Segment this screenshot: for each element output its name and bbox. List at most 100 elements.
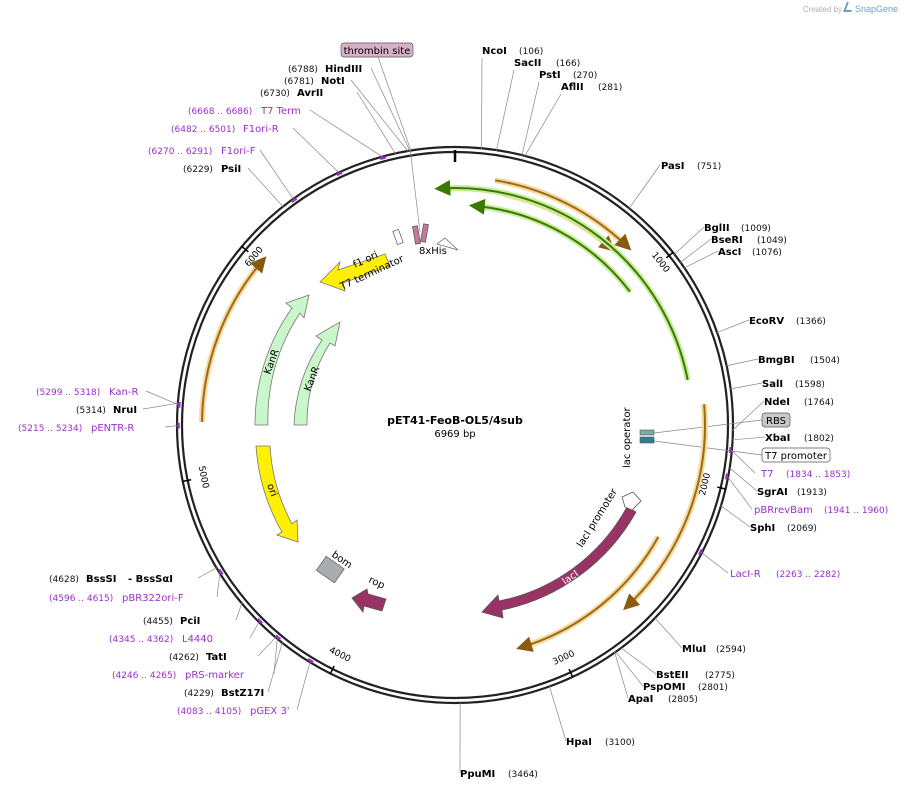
site-psii-name: PsiI	[221, 164, 241, 175]
primer-mark	[256, 617, 263, 624]
leader-line	[377, 56, 411, 149]
f1-ori-arrow	[319, 253, 391, 292]
leader-line	[309, 109, 383, 158]
credit-brand: SnapGene	[854, 4, 898, 14]
site-psii-pos: (6229)	[183, 165, 213, 175]
site-asci-pos: (1076)	[752, 248, 782, 258]
site-xbai-pos: (1802)	[804, 434, 834, 444]
rop-arrow	[351, 588, 387, 613]
primer-mark	[218, 568, 224, 576]
site-avrii-name: AvrII	[297, 88, 323, 99]
leader-line	[683, 250, 719, 269]
primer-kanr-name: Kan-R	[109, 387, 138, 398]
site-sphi-pos: (2069)	[787, 524, 817, 534]
site-mlui-name: MluI	[682, 644, 706, 655]
primer-pentrr-pos: (5215 .. 5234)	[18, 424, 82, 434]
tick-label: 5000	[196, 465, 210, 490]
tick-mark	[717, 486, 727, 490]
leader-line	[235, 602, 243, 621]
leader-line	[247, 167, 284, 208]
leader-line	[628, 164, 661, 209]
site-sacii-pos: (166)	[556, 59, 580, 69]
rop-label: rop	[367, 575, 386, 592]
leader-line	[356, 91, 396, 155]
t7-promoter-label: T7 promoter	[764, 451, 828, 462]
ori-label: ori	[264, 482, 279, 498]
leader-line	[720, 505, 751, 528]
site-bseri-pos: (1049)	[757, 236, 787, 246]
site-tati-name: TatI	[206, 652, 227, 663]
kanr-label-outer: KanR	[262, 348, 281, 376]
site-hindiii-name: HindIII	[325, 64, 362, 75]
ori-arrow	[255, 445, 299, 543]
site-pspomi-name: PspOMI	[643, 682, 685, 693]
site-hindiii-pos: (6788)	[288, 65, 318, 75]
site-bsssi-alt-name: - BssSαI	[128, 574, 173, 585]
site-ppumi-name: PpuMI	[460, 769, 495, 780]
plasmid-length: 6969 bp	[434, 429, 475, 440]
site-bstz17i-name: BstZ17I	[221, 688, 264, 699]
tick-mark	[568, 668, 574, 678]
site-bsssi-name: BssSI	[86, 574, 116, 585]
site-psti-name: PstI	[539, 70, 561, 81]
site-bsssi-pos: (4628)	[49, 575, 79, 585]
kanr-arrow-outer	[254, 294, 310, 426]
primer-lacir-name: LacI-R	[730, 569, 761, 580]
t7-promoter-box	[639, 436, 655, 444]
site-sgrai-name: SgrAI	[757, 487, 788, 498]
leader-line	[732, 436, 766, 441]
primer-pbr322orif-name: pBR322ori-F	[122, 593, 184, 604]
leader-line	[142, 402, 179, 410]
t7-promoter-box-label	[761, 447, 831, 463]
primer-prsmarker-name: pRS-marker	[185, 670, 245, 681]
primer-pbrrevbam-name: pBRrevBam	[754, 505, 813, 516]
leader-line	[731, 449, 756, 474]
site-pasi-name: PasI	[661, 161, 684, 172]
site-nrui-pos: (5314)	[76, 406, 106, 416]
site-asci-name: AscI	[718, 247, 741, 258]
leader-line	[653, 440, 763, 456]
kan-cds-arc-glow	[199, 258, 265, 423]
site-sali-pos: (1598)	[795, 380, 825, 390]
his-tag-box-2	[420, 223, 429, 243]
site-bmgbi-pos: (1504)	[810, 356, 840, 366]
laci-cds-arc-outer	[623, 404, 706, 611]
primer-pgex3-pos: (4083 .. 4105)	[177, 707, 241, 717]
bom-box	[315, 555, 345, 584]
his-tag-label: 8xHis	[419, 246, 447, 257]
credit-text: Created by	[802, 5, 842, 14]
primer-f1orir-pos: (6482 .. 6501)	[171, 125, 235, 135]
primer-t7-name: T7	[760, 469, 773, 480]
site-pcii-name: PciI	[180, 616, 200, 627]
laci-promoter-glyph	[621, 491, 642, 511]
primer-mark	[379, 156, 387, 161]
primer-mark	[698, 548, 704, 556]
site-pasi-pos: (751)	[697, 162, 721, 172]
site-bsteii-name: BstEII	[656, 670, 689, 681]
feob-arc-outer	[434, 179, 689, 381]
site-sali-name: SalI	[762, 379, 783, 390]
kanr-arrow-inner	[293, 321, 341, 426]
site-ecorv-pos: (1366)	[796, 317, 826, 327]
leader-line	[524, 93, 562, 157]
site-ncoi-name: NcoI	[482, 46, 507, 57]
leader-line	[216, 572, 221, 598]
leader-line	[197, 567, 218, 579]
site-pspomi-pos: (2801)	[698, 683, 728, 693]
feob-arc-inner	[468, 198, 631, 293]
primer-kanr-pos: (5299 .. 5318)	[36, 388, 100, 398]
site-mlui-pos: (2594)	[716, 645, 746, 655]
leader-line	[548, 685, 567, 742]
primer-pgex3-name: pGEX 3'	[250, 706, 290, 717]
tick-label: 4000	[327, 646, 352, 665]
leader-line	[615, 651, 644, 687]
laci-cds-arc-outer-glow	[625, 403, 708, 609]
site-aflii-name: AflII	[561, 82, 584, 93]
laci-cds-arc-inner	[516, 536, 660, 652]
site-psti-pos: (270)	[573, 71, 597, 81]
primer-lacir-pos: (2263 .. 2282)	[776, 570, 840, 580]
site-apai-pos: (2805)	[668, 695, 698, 705]
leader-line	[273, 638, 278, 675]
leader-line	[481, 57, 483, 149]
leader-line	[673, 226, 705, 255]
